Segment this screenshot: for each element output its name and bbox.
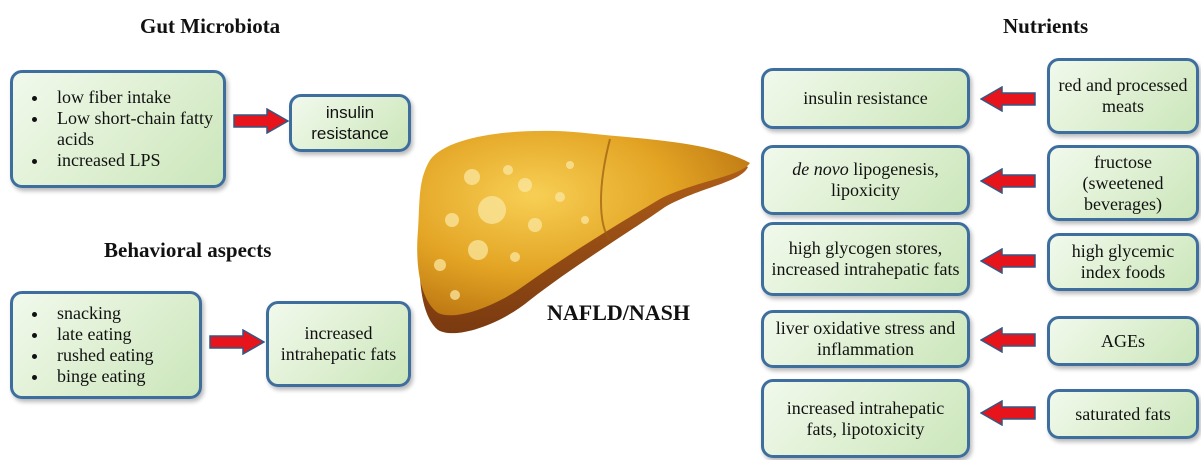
nutrients-title: Nutrients (1003, 14, 1088, 39)
gut-microbiota-causes-box: low fiber intake Low short-chain fatty a… (10, 70, 226, 188)
nutrient-effect-box: liver oxidative stress and inflammation (761, 310, 970, 368)
de-novo-italic-text: de novo (792, 159, 848, 179)
gut-microbiota-effect-text: insulin resistance (298, 102, 402, 144)
nutrient-source-text: fructose (sweetened beverages) (1056, 152, 1190, 215)
nutrient-source-box: high glycemic index foods (1047, 233, 1199, 291)
list-item: Low short-chain fatty acids (49, 108, 217, 150)
gut-microbiota-title: Gut Microbiota (140, 14, 280, 39)
nutrient-effect-text: increased intrahepatic fats, lipotoxicit… (770, 398, 961, 440)
nutrient-effect-box: de novo lipogenesis, lipoxicity (761, 145, 970, 215)
gut-microbiota-effect-box: insulin resistance (289, 94, 411, 152)
nafld-nash-label: NAFLD/NASH (547, 300, 690, 326)
left-arrow-icon (980, 327, 1036, 353)
nutrient-source-box: red and processed meats (1047, 58, 1199, 134)
behavioral-causes-box: snacking late eating rushed eating binge… (10, 291, 202, 399)
nutrient-source-text: saturated fats (1075, 404, 1170, 425)
list-item: increased LPS (49, 150, 217, 171)
nutrient-effect-box: insulin resistance (761, 68, 970, 129)
list-item: snacking (49, 303, 153, 324)
nutrient-effect-text: high glycogen stores, increased intrahep… (770, 238, 961, 280)
nutrient-source-box: AGEs (1047, 316, 1199, 366)
behavioral-aspects-title: Behavioral aspects (104, 238, 271, 263)
list-item: late eating (49, 324, 153, 345)
nutrient-effect-text: de novo lipogenesis, lipoxicity (770, 159, 961, 201)
left-arrow-icon (980, 168, 1036, 194)
nutrient-source-text: high glycemic index foods (1056, 241, 1190, 283)
gut-microbiota-causes-list: low fiber intake Low short-chain fatty a… (19, 87, 217, 171)
left-arrow-icon (980, 400, 1036, 426)
nutrient-source-box: fructose (sweetened beverages) (1047, 145, 1199, 221)
right-arrow-icon (233, 108, 289, 134)
list-item: binge eating (49, 366, 153, 387)
nutrient-source-box: saturated fats (1047, 389, 1199, 439)
list-item: low fiber intake (49, 87, 217, 108)
behavioral-effect-box: increased intrahepatic fats (266, 301, 411, 387)
behavioral-effect-text: increased intrahepatic fats (275, 323, 402, 365)
left-arrow-icon (980, 86, 1036, 112)
right-arrow-icon (209, 329, 265, 355)
nutrient-effect-text: insulin resistance (803, 88, 927, 109)
nutrient-effect-box: high glycogen stores, increased intrahep… (761, 222, 970, 296)
list-item: rushed eating (49, 345, 153, 366)
nutrient-effect-box: increased intrahepatic fats, lipotoxicit… (761, 379, 970, 458)
left-arrow-icon (980, 248, 1036, 274)
nutrient-source-text: red and processed meats (1056, 75, 1190, 117)
nutrient-source-text: AGEs (1101, 331, 1145, 352)
nutrient-effect-text: liver oxidative stress and inflammation (770, 318, 961, 360)
behavioral-causes-list: snacking late eating rushed eating binge… (19, 303, 153, 387)
